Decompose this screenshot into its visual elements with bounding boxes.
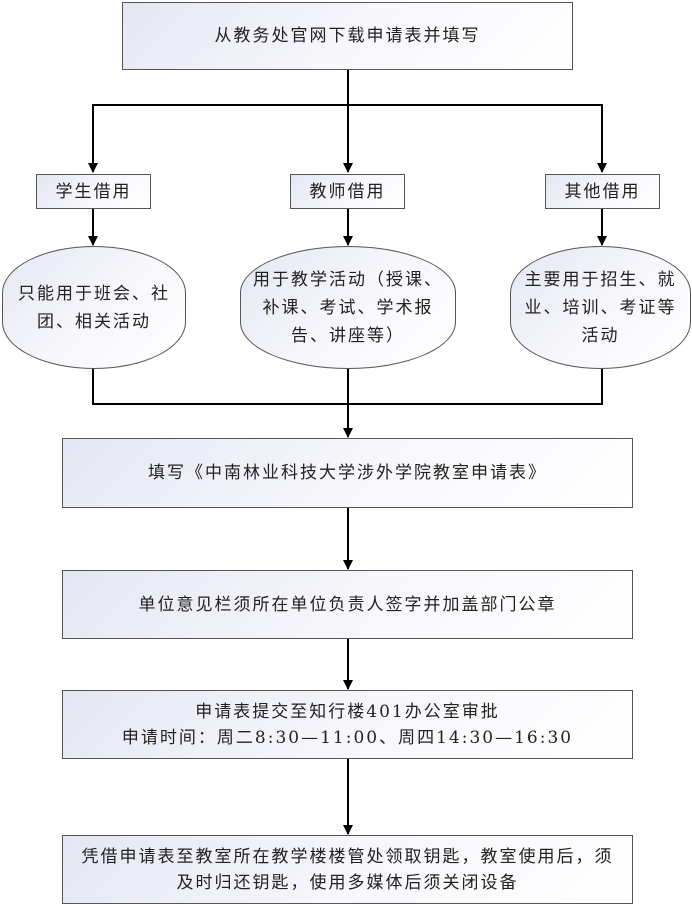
step-text: 填写《中南林业科技大学涉外学院教室申请表》 (148, 463, 547, 483)
step-get-key: 凭借申请表至教室所在教学楼楼管处领取钥匙，教室使用后，须及时归还钥匙，使用多媒体… (62, 835, 633, 904)
branch-student-desc: 只能用于班会、社团、相关活动 (2, 246, 186, 369)
branch-label: 其他借用 (564, 181, 641, 202)
branch-other-desc: 主要用于招生、就业、培训、考证等活动 (510, 246, 691, 369)
step-text: 单位意见栏须所在单位负责人签字并加盖部门公章 (138, 594, 557, 615)
branch-desc: 用于教学活动（授课、补课、考试、学术报告、讲座等） (253, 269, 443, 346)
branch-student: 学生借用 (36, 174, 151, 209)
branch-teacher-desc: 用于教学活动（授课、补课、考试、学术报告、讲座等） (240, 246, 456, 369)
branch-desc: 只能用于班会、社团、相关活动 (18, 283, 170, 332)
branch-label: 学生借用 (55, 181, 132, 202)
step-submit: 申请表提交至知行楼401办公室审批 申请时间：周二8:30—11:00、周四14… (62, 690, 633, 759)
branch-desc: 主要用于招生、就业、培训、考证等活动 (524, 269, 677, 346)
step-download-form: 从教务处官网下载申请表并填写 (122, 2, 573, 70)
step-sign: 单位意见栏须所在单位负责人签字并加盖部门公章 (62, 570, 633, 639)
step-text: 凭借申请表至教室所在教学楼楼管处领取钥匙，教室使用后，须及时归还钥匙，使用多媒体… (81, 846, 614, 893)
application-time: 申请时间：周二8:30—11:00、周四14:30—16:30 (121, 727, 574, 748)
branch-other: 其他借用 (545, 174, 660, 209)
branch-label: 教师借用 (309, 181, 386, 202)
step-text: 申请表提交至知行楼401办公室审批 (195, 701, 500, 722)
step-fill-form: 填写《中南林业科技大学涉外学院教室申请表》 (62, 438, 633, 508)
branch-teacher: 教师借用 (290, 174, 405, 209)
step-text: 从教务处官网下载申请表并填写 (214, 26, 481, 46)
